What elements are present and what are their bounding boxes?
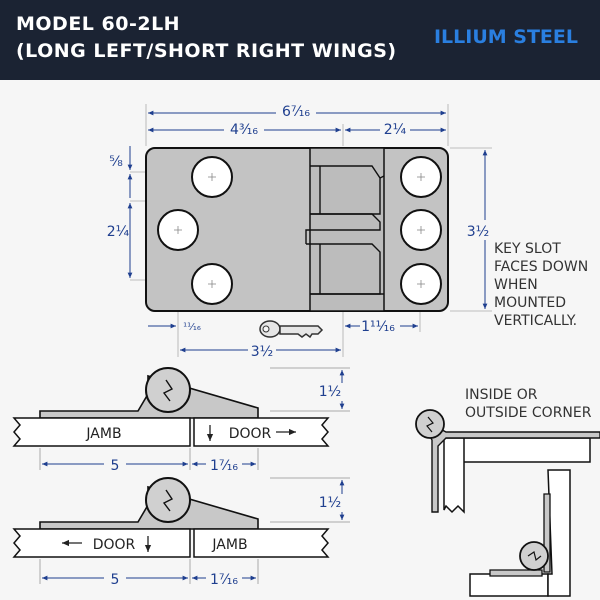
right-hole-offset-dim: 1¹¹⁄₁₆ bbox=[361, 319, 395, 335]
hinge-top-view bbox=[130, 104, 492, 357]
door-width-dim-1: 1⁷⁄₁₆ bbox=[210, 458, 238, 474]
height-dim-1: 1½ bbox=[319, 384, 341, 400]
door-label-2: DOOR bbox=[93, 537, 136, 553]
corner-view-outside bbox=[469, 469, 571, 597]
top-offset-dim: ⅝ bbox=[109, 154, 123, 170]
key-icon bbox=[259, 320, 324, 339]
model-title: MODEL 60-2LH bbox=[16, 13, 181, 35]
jamb-width-dim-2: 1⁷⁄₁₆ bbox=[210, 572, 238, 588]
brand-name: ILLIUM STEEL bbox=[433, 26, 578, 48]
overall-width-dim: 6⁷⁄₁₆ bbox=[282, 104, 310, 120]
right-wing-width-dim: 2¼ bbox=[384, 122, 407, 138]
height-dim-2: 1½ bbox=[319, 495, 341, 511]
side-view-door-jamb bbox=[12, 477, 330, 558]
hole-spacing-dim: 2¼ bbox=[107, 224, 130, 240]
height-dim: 3½ bbox=[467, 224, 489, 240]
corner-view-inside bbox=[415, 409, 600, 514]
side-view-jamb-door bbox=[12, 367, 330, 447]
hole-span-dim: 3½ bbox=[251, 344, 273, 360]
door-width-dim-2: 5 bbox=[111, 572, 120, 588]
jamb-width-dim-1: 5 bbox=[111, 458, 120, 474]
jamb-label-2: JAMB bbox=[211, 537, 247, 553]
corner-note: INSIDE OR OUTSIDE CORNER bbox=[465, 387, 592, 421]
header-bar: MODEL 60-2LH (LONG LEFT/SHORT RIGHT WING… bbox=[0, 0, 600, 80]
key-ring-hole bbox=[262, 325, 270, 333]
model-subtitle: (LONG LEFT/SHORT RIGHT WINGS) bbox=[16, 40, 397, 62]
left-wing-width-dim: 4³⁄₁₆ bbox=[230, 122, 258, 138]
left-hole-offset-dim: ¹¹⁄₁₆ bbox=[183, 322, 201, 333]
door-label-1: DOOR bbox=[229, 426, 272, 442]
key-slot-note: KEY SLOT FACES DOWN WHEN MOUNTED VERTICA… bbox=[494, 241, 589, 329]
jamb-label-1: JAMB bbox=[85, 426, 121, 442]
